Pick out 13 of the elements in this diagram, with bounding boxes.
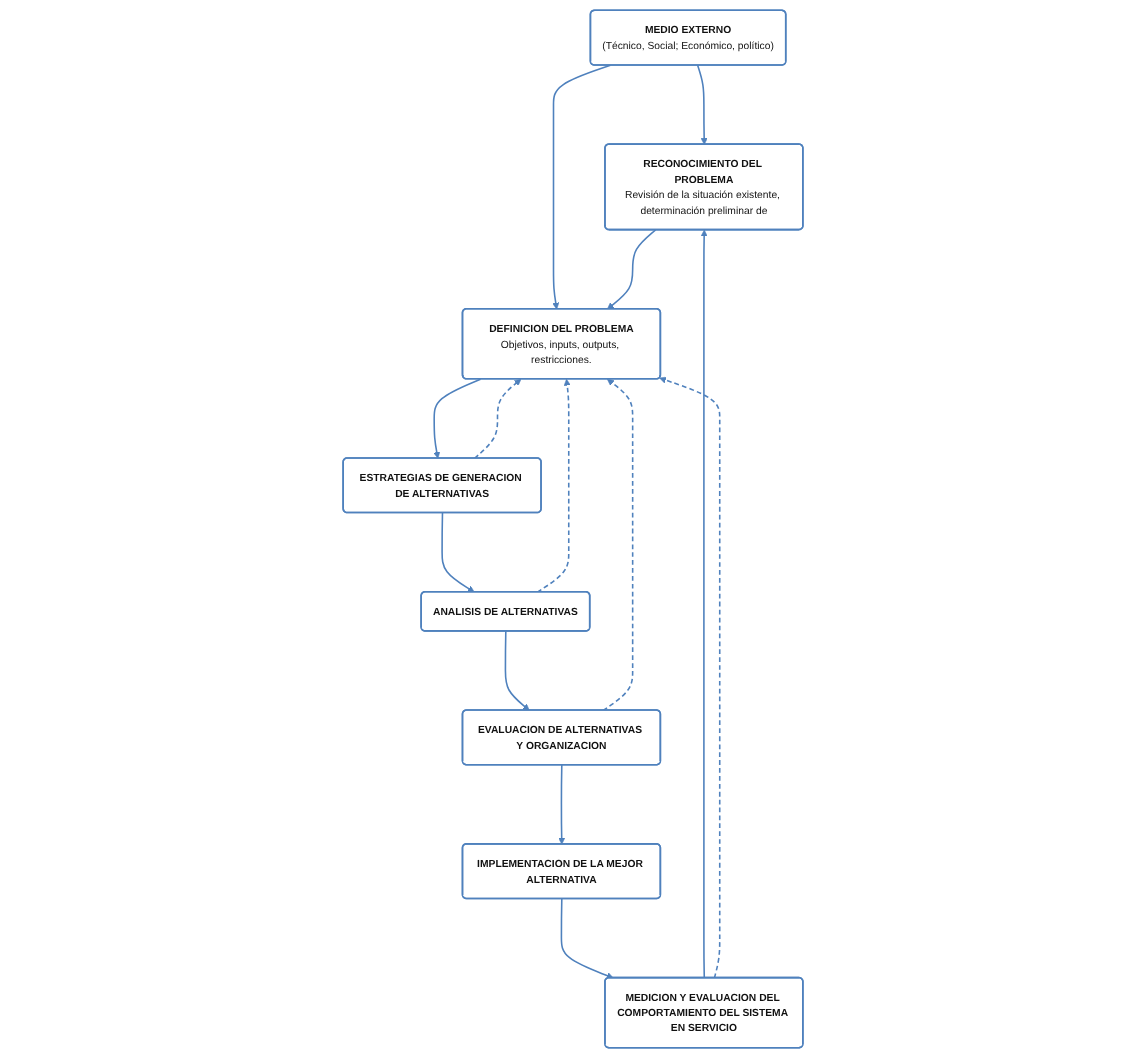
arrow [441,512,475,593]
arrow [558,764,566,845]
arrow [607,229,657,310]
arrow [433,378,482,459]
arrow [536,378,571,593]
arrow [700,229,708,979]
arrow [659,376,721,979]
arrow [602,378,634,712]
arrow [560,898,614,979]
arrow [504,630,530,711]
arrow [696,64,708,145]
arrow [473,378,522,460]
arrow [552,64,612,310]
